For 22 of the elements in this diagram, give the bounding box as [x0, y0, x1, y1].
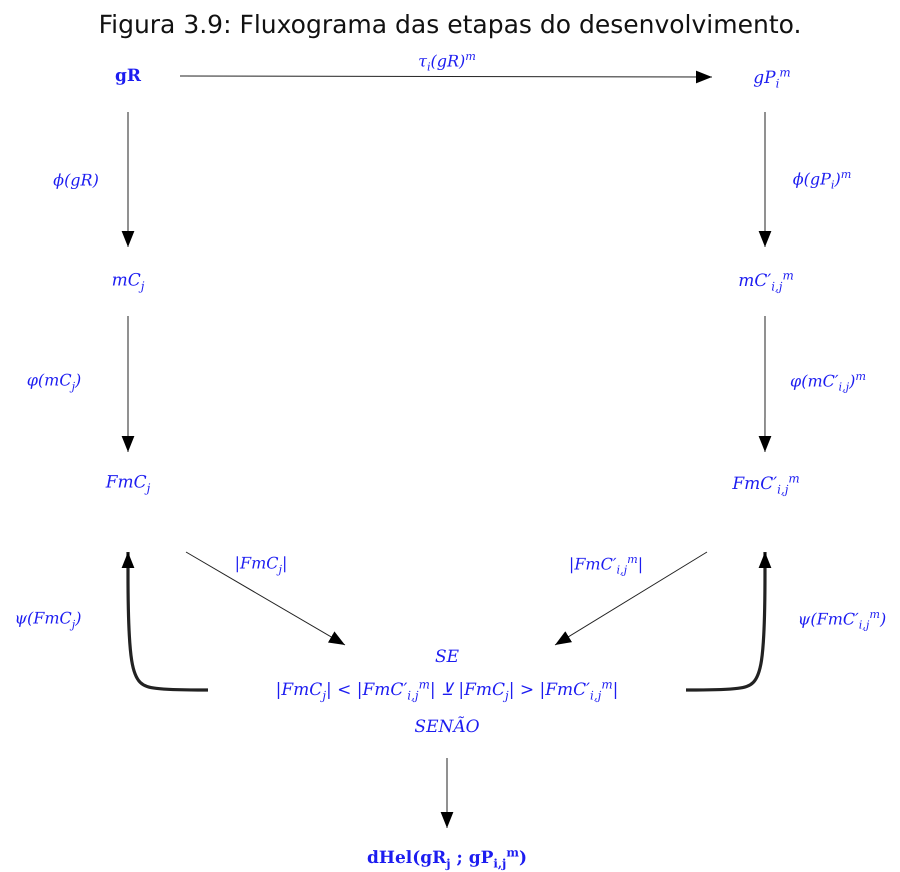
edge-label: ϕ(gR)	[53, 170, 99, 190]
arrow	[686, 552, 772, 692]
math-expression: dHel(gR$_{j}$ ; gP$_{i,j}$$^{m}$)	[367, 845, 527, 871]
edge-label: φ(mC$_{j}$)	[26, 370, 82, 394]
math-expression: FmC$_{j}$	[106, 472, 150, 496]
arrow	[122, 316, 134, 452]
arrow	[758, 316, 772, 452]
math-expression: gR	[115, 66, 141, 86]
math-expression: SE	[434, 646, 460, 668]
arrow	[186, 552, 346, 646]
arrow	[122, 552, 208, 692]
arrow	[758, 112, 772, 248]
arrow	[554, 552, 708, 646]
arrow	[122, 112, 134, 248]
edge-label: ψ(FmC$_{j}$)	[14, 608, 82, 632]
edge-label: |FmC$_{j}$|	[234, 554, 288, 576]
arrow	[180, 70, 712, 84]
arrow	[440, 758, 454, 828]
math-expression: SENÃO	[414, 716, 480, 738]
math-expression: |FmC$_{j}$| < |FmC′$_{i,j}$$^{m}$| ⊻ |FmC$_{j}$| > |FmC′$_{i,j}$$^{m}$|	[276, 677, 618, 703]
math-expression: mC$_{j}$	[112, 270, 144, 294]
figure-title: Figura 3.9: Fluxograma das etapas do desenvolvimento.	[98, 10, 802, 39]
